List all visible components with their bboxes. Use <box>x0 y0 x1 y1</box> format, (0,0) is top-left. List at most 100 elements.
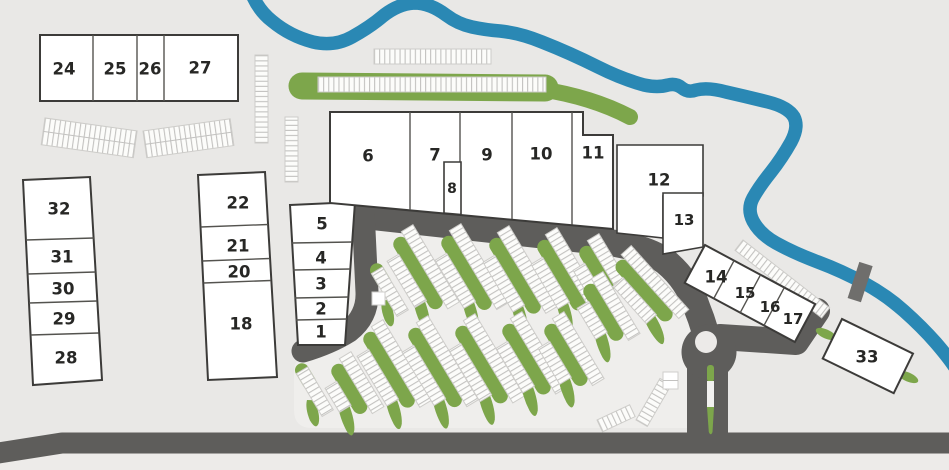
parking-row <box>142 118 235 159</box>
unit-31[interactable]: 31 <box>51 248 74 267</box>
unit-label: 12 <box>648 171 671 190</box>
unit-label: 29 <box>53 310 76 329</box>
buildings <box>21 34 915 395</box>
unit-label: 15 <box>735 284 756 302</box>
unit-label: 2 <box>315 300 326 319</box>
unit-15[interactable]: 15 <box>735 284 756 302</box>
unit-20[interactable]: 20 <box>228 263 251 282</box>
green-strip-tail <box>532 81 638 125</box>
median-green-north <box>707 365 714 382</box>
unit-label: 32 <box>48 200 71 219</box>
parking-island-row <box>324 351 385 436</box>
unit-17[interactable]: 17 <box>783 310 804 328</box>
east-access-road <box>707 298 830 355</box>
unit-8[interactable]: 8 <box>447 181 457 197</box>
unit-7[interactable]: 7 <box>429 146 440 165</box>
unit-13[interactable]: 13 <box>674 211 695 229</box>
unit-label: 30 <box>52 280 75 299</box>
unit-label: 18 <box>230 315 253 334</box>
parking-stall-block <box>371 291 386 306</box>
unit-label: 33 <box>856 348 879 367</box>
parking-island-row <box>448 313 526 425</box>
parking-island-row <box>294 363 334 427</box>
unit-9[interactable]: 9 <box>481 146 492 165</box>
parking-island-row <box>386 224 460 331</box>
unit-25[interactable]: 25 <box>104 60 127 79</box>
unit-30[interactable]: 30 <box>52 280 75 299</box>
parking-row <box>317 76 547 93</box>
building-28-32 <box>21 175 104 387</box>
unit-label: 31 <box>51 248 74 267</box>
unit-29[interactable]: 29 <box>53 310 76 329</box>
unit-label: 21 <box>227 237 250 256</box>
unit-2[interactable]: 2 <box>315 300 326 319</box>
unit-label: 20 <box>228 263 251 282</box>
building-33 <box>821 317 915 395</box>
bridge <box>847 261 873 303</box>
unit-label: 11 <box>582 144 605 163</box>
parking-row <box>284 116 299 183</box>
unit-16[interactable]: 16 <box>760 298 781 316</box>
building-unit-8 <box>443 161 462 216</box>
unit-label: 1 <box>315 323 326 342</box>
unit-label: 25 <box>104 60 127 79</box>
unit-6[interactable]: 6 <box>362 147 373 166</box>
building-14-17 <box>683 243 817 344</box>
building-6-11 <box>329 111 614 231</box>
unit-32[interactable]: 32 <box>48 200 71 219</box>
parking-row <box>596 404 636 433</box>
parking-island-row <box>612 244 690 345</box>
unit-label: 16 <box>760 298 781 316</box>
unit-label: 28 <box>55 349 78 368</box>
roundabout-island <box>695 331 717 353</box>
unit-label: 27 <box>189 59 212 78</box>
unit-27[interactable]: 27 <box>189 59 212 78</box>
unit-label: 8 <box>447 181 457 197</box>
parking-row <box>373 48 492 65</box>
unit-label: 9 <box>481 146 492 165</box>
unit-label: 7 <box>429 146 440 165</box>
parking-row <box>40 117 138 159</box>
unit-11[interactable]: 11 <box>582 144 605 163</box>
parking-areas <box>40 48 831 436</box>
unit-label: 4 <box>315 249 326 268</box>
unit-1[interactable]: 1 <box>315 323 326 342</box>
unit-24[interactable]: 24 <box>53 60 76 79</box>
unit-label: 14 <box>705 268 728 287</box>
unit-label: 3 <box>315 275 326 294</box>
building-18-22 <box>196 170 279 382</box>
unit-18[interactable]: 18 <box>230 315 253 334</box>
unit-22[interactable]: 22 <box>227 194 250 213</box>
parking-island-row <box>576 271 641 363</box>
unit-10[interactable]: 10 <box>530 145 553 164</box>
unit-label: 10 <box>530 145 553 164</box>
unit-12[interactable]: 12 <box>648 171 671 190</box>
unit-21[interactable]: 21 <box>227 237 250 256</box>
unit-label: 6 <box>362 147 373 166</box>
unit-14[interactable]: 14 <box>705 268 728 287</box>
unit-label: 22 <box>227 194 250 213</box>
unit-label: 13 <box>674 211 695 229</box>
unit-label: 5 <box>316 215 327 234</box>
median-green-south <box>707 407 714 435</box>
main-road <box>0 432 949 464</box>
median-paint <box>707 381 714 408</box>
unit-33[interactable]: 33 <box>856 348 879 367</box>
unit-5[interactable]: 5 <box>316 215 327 234</box>
parking-row <box>254 54 269 144</box>
unit-label: 24 <box>53 60 76 79</box>
green-leaf <box>815 327 837 341</box>
parking-island-row <box>356 319 433 430</box>
parking-island-row <box>537 311 605 408</box>
unit-3[interactable]: 3 <box>315 275 326 294</box>
parking-island-row <box>482 225 559 336</box>
ground-south <box>0 454 949 470</box>
unit-28[interactable]: 28 <box>55 349 78 368</box>
unit-label: 26 <box>139 60 162 79</box>
river <box>247 0 949 371</box>
unit-4[interactable]: 4 <box>315 249 326 268</box>
unit-label: 17 <box>783 310 804 328</box>
unit-26[interactable]: 26 <box>139 60 162 79</box>
